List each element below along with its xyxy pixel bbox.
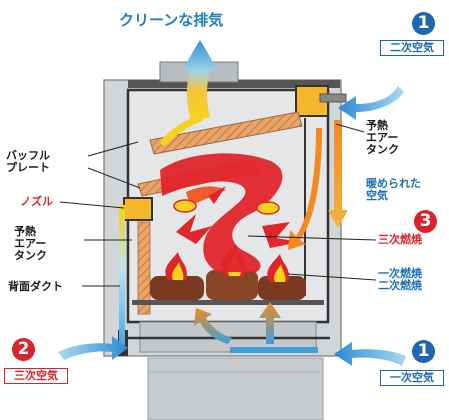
grate [132,300,324,305]
secondary-air-inlet-arrow [338,86,404,120]
label-clean-exhaust: クリーンな排気 [119,11,224,29]
primary-air-inlet-arrow [334,342,406,366]
stove-top-plate [128,80,340,88]
badge-number-top-right: 1 [412,12,435,35]
badge-number-bottom-right: 1 [412,340,435,363]
badge-number-left: 2 [12,338,35,361]
leader-lines [59,123,377,287]
label-baffle-plate: バッフル プレート [6,149,50,174]
primary-air-up-arrow-2 [194,308,232,344]
label-warmed-air: 暖められた 空気 [366,177,421,202]
badge-primary-air: 一次空気 [380,370,444,386]
label-secondary-combustion: 二次燃焼 [378,279,422,292]
stove-base [147,357,324,420]
exhaust-arrow [182,40,218,118]
label-back-duct: 背面ダクト [8,280,63,293]
badge-number-middle-right: 3 [414,210,437,233]
label-preheat-tank-right: 予熱 エアー タンク [366,119,399,156]
badge-secondary-air: 二次空気 [380,40,444,56]
label-nozzle: ノズル [20,195,53,208]
label-tertiary-combustion: 三次燃焼 [378,233,422,246]
warm-air-arrow-right [328,120,348,228]
label-preheat-tank-left: 予熱 エアー タンク [14,225,47,262]
back-duct [119,205,125,345]
preheat-air-tank-left [123,197,153,221]
primary-air-up-arrow-1 [259,302,281,344]
badge-tertiary-air: 三次空気 [4,368,68,384]
tertiary-air-inlet-arrow [58,336,128,360]
nozzle-jets [173,199,280,215]
label-primary-combustion: 一次燃焼 [378,267,422,280]
